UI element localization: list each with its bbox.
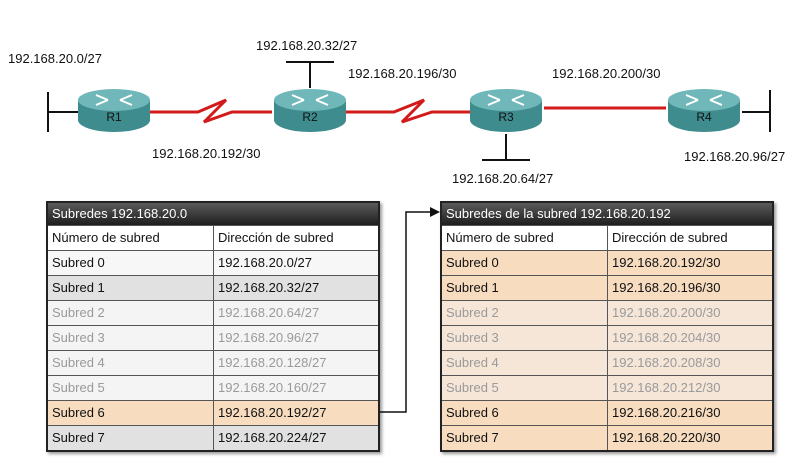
router-label: R3 — [498, 110, 514, 124]
arrow-head — [430, 207, 440, 217]
subnet-address: 192.168.20.160/27 — [214, 376, 378, 400]
table-title: Subredes de la subred 192.168.20.192 — [442, 203, 772, 225]
table-row: Subred 3 192.168.20.204/30 — [442, 325, 772, 350]
right-subnet-table: Subredes de la subred 192.168.20.192 Núm… — [440, 201, 774, 452]
subnet-address: 192.168.20.196/30 — [608, 276, 772, 300]
table-row: Subred 7 192.168.20.220/30 — [442, 425, 772, 450]
table-row: Subred 6 192.168.20.192/27 — [48, 400, 378, 425]
router-label: R1 — [106, 110, 122, 124]
subnet-address: 192.168.20.128/27 — [214, 351, 378, 375]
table-row: Subred 4 192.168.20.128/27 — [48, 350, 378, 375]
subnet-number: Subred 1 — [442, 276, 608, 300]
subnet-address: 192.168.20.64/27 — [214, 301, 378, 325]
link-r1-r2 — [150, 98, 272, 124]
router-icon — [274, 89, 346, 132]
subnet-number: Subred 5 — [442, 376, 608, 400]
column-header: Dirección de subred — [214, 226, 378, 250]
subnet-number: Subred 2 — [48, 301, 214, 325]
subnet-address: 192.168.20.192/30 — [608, 251, 772, 275]
left-subnet-table: Subredes 192.168.20.0 Número de subred D… — [46, 201, 380, 452]
router-icon — [470, 89, 542, 132]
table-title: Subredes 192.168.20.0 — [48, 203, 378, 225]
subnet-address: 192.168.20.216/30 — [608, 401, 772, 425]
table-row: Subred 0 192.168.20.0/27 — [48, 250, 378, 275]
subnet-address: 192.168.20.204/30 — [608, 326, 772, 350]
subnet-number: Subred 4 — [48, 351, 214, 375]
subnet-number: Subred 4 — [442, 351, 608, 375]
router-r3: R3 — [466, 86, 546, 134]
label-r1-r2-link: 192.168.20.192/30 — [152, 146, 261, 161]
table-connector-arrow — [378, 211, 432, 413]
subnet-address: 192.168.20.224/27 — [214, 426, 378, 450]
table-row: Subred 0 192.168.20.192/30 — [442, 250, 772, 275]
label-r3-lan: 192.168.20.64/27 — [452, 171, 554, 186]
router-r2: R2 — [270, 86, 350, 134]
label-r2-lan: 192.168.20.32/27 — [256, 38, 358, 53]
subnet-number: Subred 6 — [48, 401, 214, 425]
subnet-number: Subred 3 — [442, 326, 608, 350]
table-row: Subred 2 192.168.20.200/30 — [442, 300, 772, 325]
link-r2-r3 — [346, 98, 470, 124]
column-header: Número de subred — [442, 226, 608, 250]
subnet-address: 192.168.20.220/30 — [608, 426, 772, 450]
table-row: Subred 5 192.168.20.212/30 — [442, 375, 772, 400]
subnet-number: Subred 5 — [48, 376, 214, 400]
table-header-row: Número de subred Dirección de subred — [48, 225, 378, 250]
column-header: Número de subred — [48, 226, 214, 250]
subnet-number: Subred 3 — [48, 326, 214, 350]
table-row: Subred 1 192.168.20.32/27 — [48, 275, 378, 300]
label-r4-lan: 192.168.20.96/27 — [684, 149, 786, 164]
subnet-address: 192.168.20.0/27 — [214, 251, 378, 275]
subnet-address: 192.168.20.200/30 — [608, 301, 772, 325]
router-r1: R1 — [74, 86, 154, 134]
router-icon — [668, 89, 740, 132]
subnet-address: 192.168.20.192/27 — [214, 401, 378, 425]
subnet-address: 192.168.20.212/30 — [608, 376, 772, 400]
table-row: Subred 7 192.168.20.224/27 — [48, 425, 378, 450]
table-row: Subred 1 192.168.20.196/30 — [442, 275, 772, 300]
subnet-address: 192.168.20.32/27 — [214, 276, 378, 300]
router-icon — [78, 89, 150, 132]
subnet-number: Subred 6 — [442, 401, 608, 425]
subnet-number: Subred 7 — [48, 426, 214, 450]
table-header-row: Número de subred Dirección de subred — [442, 225, 772, 250]
subnet-number: Subred 2 — [442, 301, 608, 325]
table-row: Subred 2 192.168.20.64/27 — [48, 300, 378, 325]
subnet-address: 192.168.20.208/30 — [608, 351, 772, 375]
subnet-address: 192.168.20.96/27 — [214, 326, 378, 350]
router-r4: R4 — [664, 86, 744, 134]
column-header: Dirección de subred — [608, 226, 772, 250]
router-label: R2 — [302, 110, 318, 124]
router-label: R4 — [696, 110, 712, 124]
subnet-number: Subred 7 — [442, 426, 608, 450]
subnet-number: Subred 0 — [48, 251, 214, 275]
label-r2-r3-link: 192.168.20.196/30 — [348, 66, 457, 81]
table-row: Subred 3 192.168.20.96/27 — [48, 325, 378, 350]
table-row: Subred 6 192.168.20.216/30 — [442, 400, 772, 425]
label-r3-r4-link: 192.168.20.200/30 — [552, 66, 661, 81]
table-row: Subred 5 192.168.20.160/27 — [48, 375, 378, 400]
subnet-number: Subred 1 — [48, 276, 214, 300]
table-row: Subred 4 192.168.20.208/30 — [442, 350, 772, 375]
subnet-number: Subred 0 — [442, 251, 608, 275]
label-r1-lan: 192.168.20.0/27 — [8, 51, 102, 66]
